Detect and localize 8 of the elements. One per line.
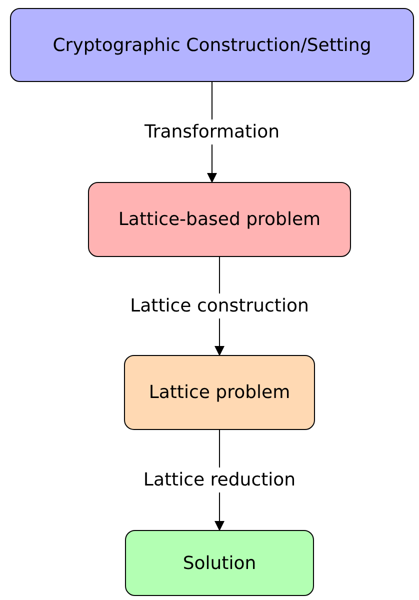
node-label: Lattice problem — [148, 382, 290, 403]
process-box — [88, 182, 351, 257]
node-label: Lattice-based problem — [118, 209, 321, 230]
process-box — [124, 355, 315, 430]
process-box — [10, 8, 414, 82]
process-box — [125, 530, 314, 596]
node-label: Solution — [182, 552, 256, 574]
node-label: Cryptographic Construction/Setting — [52, 34, 372, 56]
